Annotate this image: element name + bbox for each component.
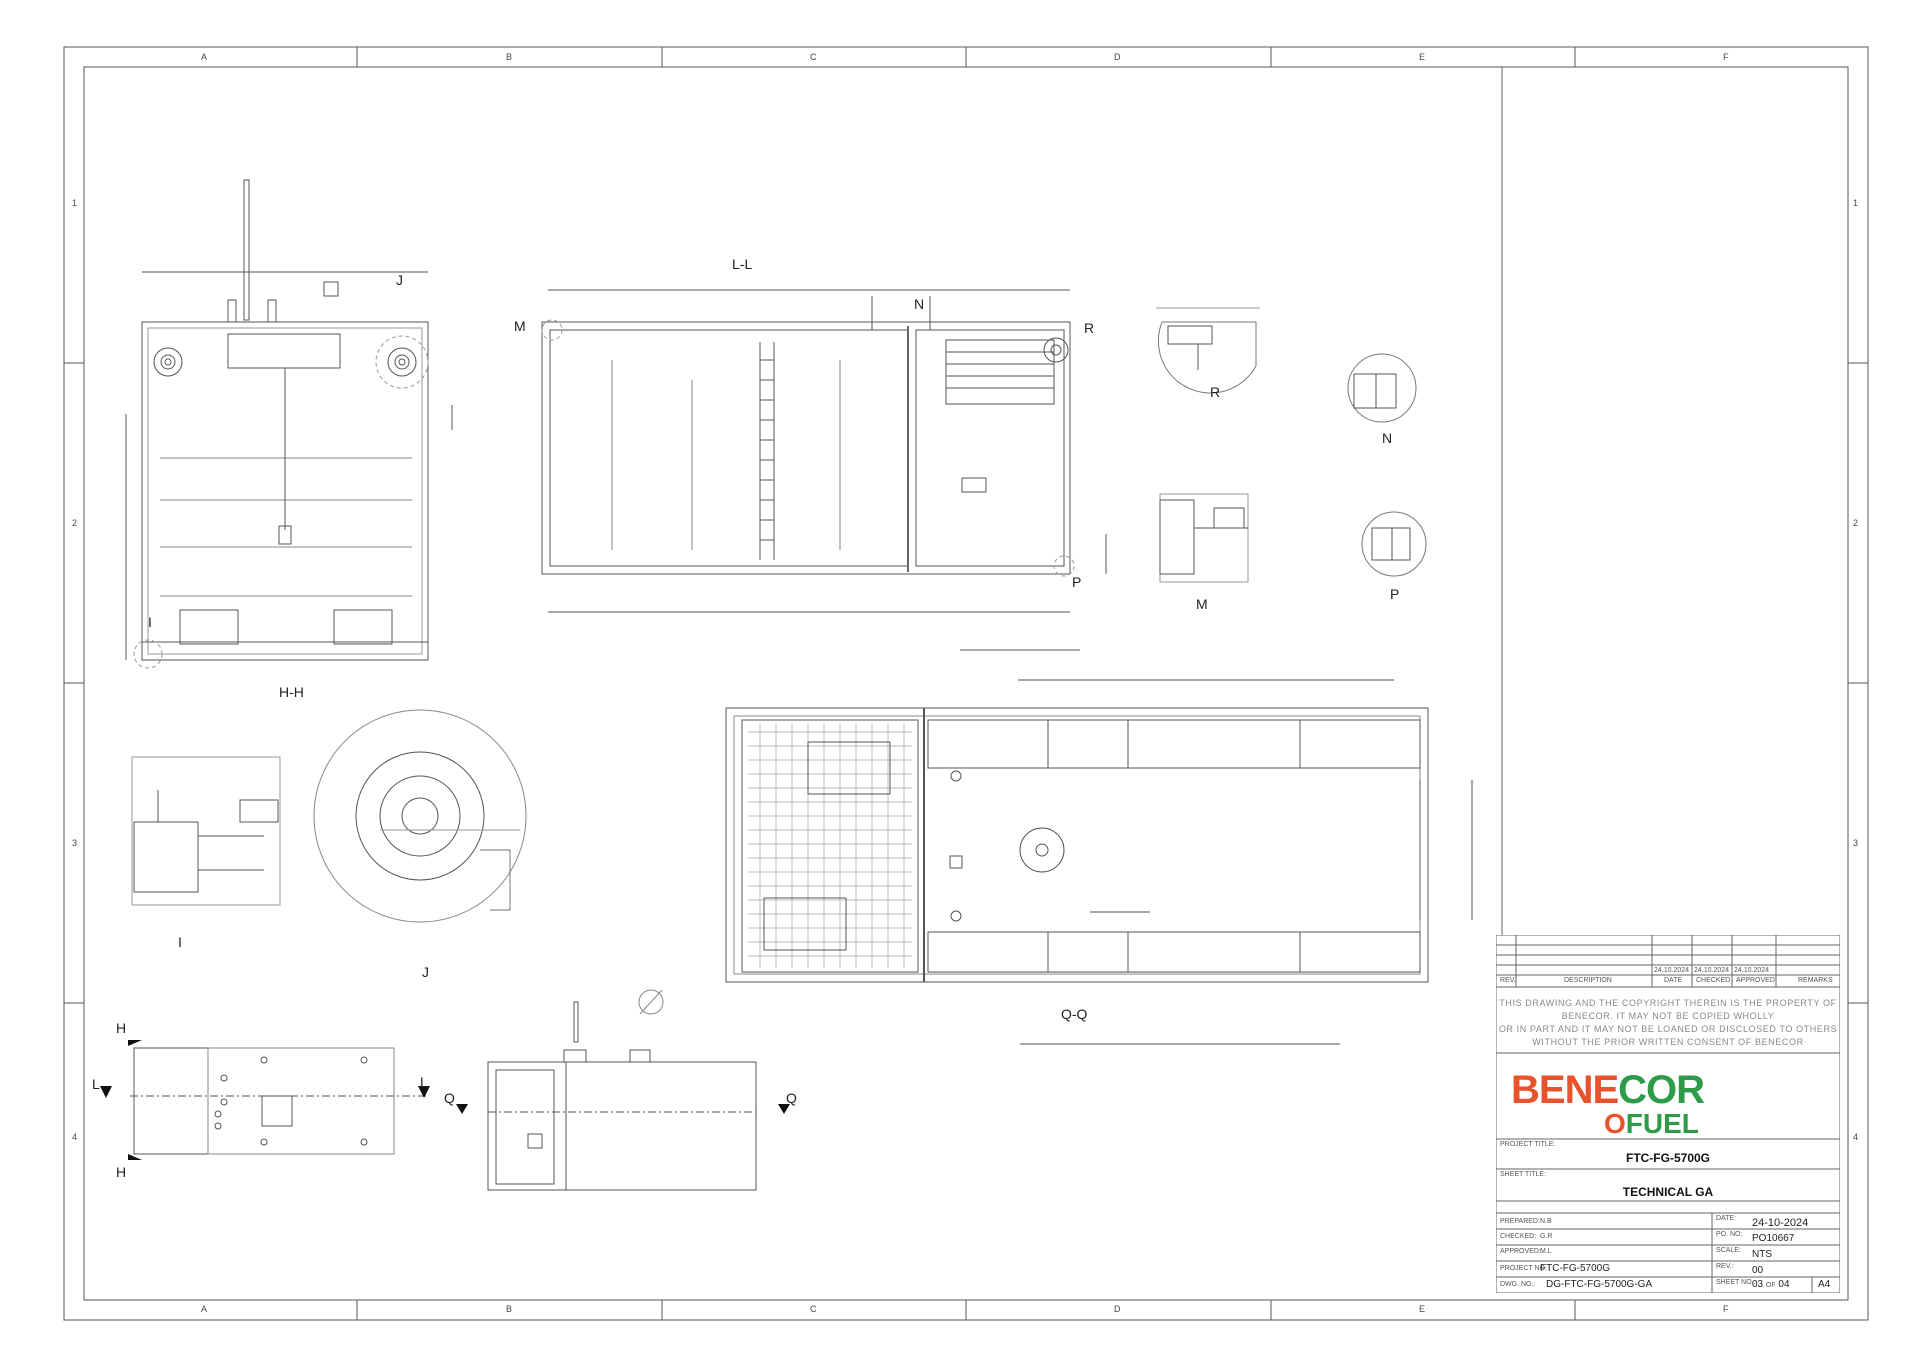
copyright-line-4: WITHOUT THE PRIOR WRITTEN CONSENT OF BEN… (1532, 1037, 1804, 1047)
prepared-label: PREPARED: (1500, 1218, 1540, 1225)
section-l-left: L (92, 1076, 100, 1092)
rev-date-1: 24.10.2024 (1654, 967, 1690, 974)
callout-p: P (1072, 574, 1082, 590)
grid-row-2-right: 2 (1853, 518, 1859, 528)
grid-col-e-bottom: E (1419, 1304, 1426, 1314)
section-q-left: Q (444, 1090, 455, 1106)
view-h-h-label: H-H (279, 684, 304, 700)
copyright-line-1: THIS DRAWING AND THE COPYRIGHT THEREIN I… (1499, 998, 1837, 1008)
grid-row-1-left: 1 (72, 198, 78, 208)
paper-size: A4 (1818, 1279, 1831, 1290)
date-label: DATE: (1716, 1215, 1737, 1222)
grid-col-e-top: E (1419, 52, 1426, 62)
rev-header-rev: REV. (1500, 977, 1516, 984)
detail-j-label: J (422, 964, 429, 980)
prepared-value: N.B (1540, 1218, 1552, 1225)
date-value: 24-10-2024 (1752, 1217, 1809, 1229)
rev-date-2: 24.10.2024 (1694, 967, 1730, 974)
detail-r-label: R (1210, 384, 1221, 400)
approved-label: APPROVED: (1500, 1248, 1541, 1255)
grid-row-3-right: 3 (1853, 838, 1859, 848)
section-h-top: H (116, 1020, 127, 1036)
checked-label: CHECKED: (1500, 1233, 1537, 1240)
rev-value: 00 (1752, 1265, 1764, 1276)
grid-col-c-bottom: C (810, 1304, 817, 1314)
sheet-title-label: SHEET TITLE: (1500, 1171, 1547, 1178)
dwg-no-label: DWG. NO.: (1500, 1281, 1536, 1288)
detail-m-drawing (1159, 493, 1249, 583)
checked-value: G.R (1540, 1233, 1553, 1240)
view-l-l-drawing (541, 289, 1107, 651)
fuel-logo: OFUEL (1604, 1108, 1699, 1139)
view-mini-side-drawing (487, 1001, 757, 1191)
view-q-q-label: Q-Q (1061, 1006, 1088, 1022)
section-h-bottom: H (116, 1164, 127, 1180)
grid-row-3-left: 3 (72, 838, 78, 848)
approved-value: M.L (1540, 1248, 1552, 1255)
grid-col-a-bottom: A (201, 1304, 208, 1314)
callout-r: R (1084, 320, 1095, 336)
grid-row-2-left: 2 (72, 518, 78, 528)
project-no-value: FTC-FG-5700G (1540, 1263, 1611, 1274)
detail-r-drawing (1156, 307, 1260, 394)
detail-m-label: M (1196, 596, 1208, 612)
scale-label: SCALE: (1716, 1247, 1741, 1254)
section-q-right: Q (786, 1090, 797, 1106)
callout-j: J (396, 272, 403, 288)
rev-date-3: 24.10.2024 (1734, 967, 1770, 974)
grid-col-b-bottom: B (506, 1304, 513, 1314)
grid-row-4-left: 4 (72, 1132, 78, 1142)
project-no-label: PROJECT NO. (1500, 1265, 1547, 1272)
grid-col-c-top: C (810, 52, 817, 62)
scale-value: NTS (1752, 1249, 1772, 1260)
detail-n-drawing (1347, 353, 1417, 423)
rev-label: REV.: (1716, 1263, 1734, 1270)
title-block-frame (1496, 935, 1840, 1293)
detail-i-label: I (178, 934, 182, 950)
grid-col-b-top: B (506, 52, 513, 62)
callout-m: M (514, 318, 526, 334)
grid-col-f-top: F (1723, 52, 1729, 62)
detail-n-label: N (1382, 430, 1393, 446)
dwg-no-value: DG-FTC-FG-5700G-GA (1546, 1279, 1653, 1290)
project-title-label: PROJECT TITLE: (1500, 1141, 1556, 1148)
rev-header-date: DATE (1664, 977, 1683, 984)
callout-n: N (914, 296, 925, 312)
rev-header-checked: CHECKED (1696, 977, 1731, 984)
sheet-no-value: 03 OF 04 (1752, 1279, 1790, 1290)
view-mini-plan-drawing (130, 1047, 428, 1155)
detail-j-drawing (313, 709, 527, 923)
view-h-h-drawing (125, 179, 453, 669)
copyright-line-3: OR IN PART AND IT MAY NOT BE LOANED OR D… (1498, 1024, 1838, 1034)
rev-header-description: DESCRIPTION (1564, 977, 1612, 984)
grid-row-1-right: 1 (1853, 198, 1859, 208)
callout-i: I (148, 614, 152, 630)
project-title: FTC-FG-5700G (1625, 1151, 1710, 1165)
sheet-no-label: SHEET NO.: (1716, 1279, 1756, 1286)
grid-row-4-right: 4 (1853, 1132, 1859, 1142)
sheet-title: TECHNICAL GA (1622, 1185, 1714, 1199)
grid-col-d-top: D (1114, 52, 1121, 62)
view-l-l-label: L-L (732, 256, 753, 272)
po-no-label: PO. NO: (1716, 1231, 1743, 1238)
detail-p-drawing (1361, 511, 1427, 577)
rev-header-approved: APPROVED (1736, 977, 1775, 984)
rev-header-remarks: REMARKS (1798, 977, 1833, 984)
grid-col-d-bottom: D (1114, 1304, 1121, 1314)
benecor-logo: BENECOR (1511, 1068, 1705, 1112)
copyright-line-2: BENECOR. IT MAY NOT BE COPIED WHOLLY (1561, 1011, 1775, 1021)
grid-col-f-bottom: F (1723, 1304, 1729, 1314)
po-no-value: PO10667 (1752, 1233, 1795, 1244)
grid-col-a-top: A (201, 52, 208, 62)
title-block: 24.10.2024 24.10.2024 24.10.2024 REV. DE… (1496, 935, 1840, 1293)
view-q-q-drawing (638, 679, 1473, 1045)
section-l-right: L (420, 1074, 428, 1090)
detail-i-drawing (131, 756, 281, 906)
detail-p-label: P (1390, 586, 1400, 602)
